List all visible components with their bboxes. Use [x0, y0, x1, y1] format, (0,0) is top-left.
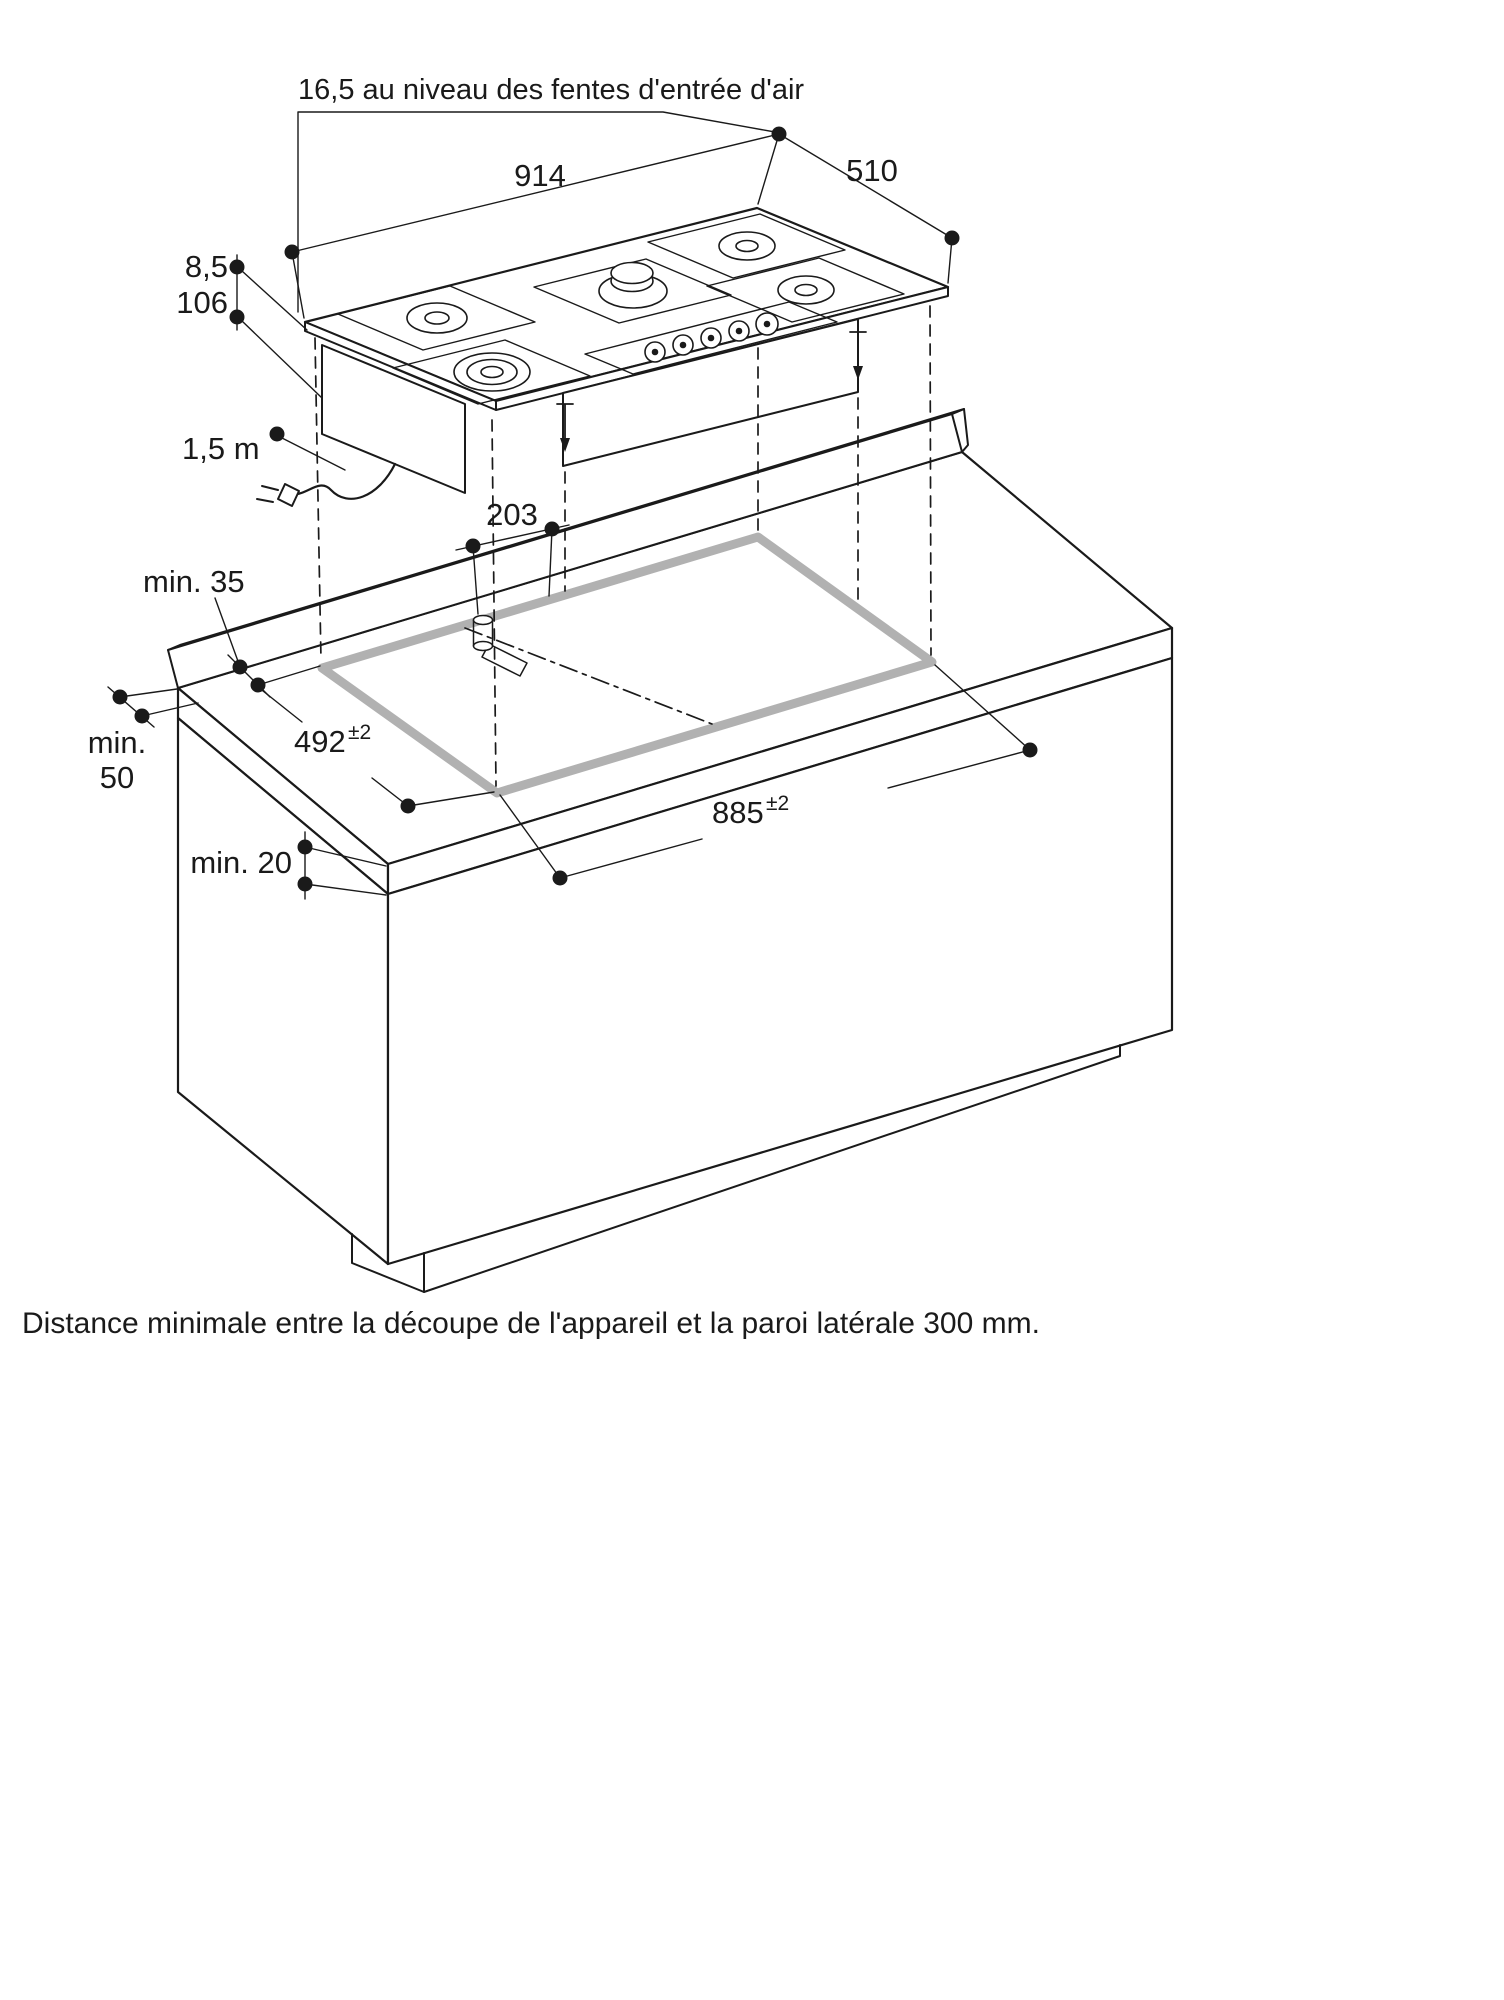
- control-knobs: [644, 312, 779, 363]
- pan-supports: [337, 213, 905, 405]
- plinth: [351, 1233, 425, 1293]
- dim-min-rear-label: min. 35: [143, 564, 245, 599]
- dim-cutout-depth-label: 492: [294, 724, 346, 759]
- projection-lines: [314, 305, 932, 787]
- dim-min-front-label: min. 20: [190, 845, 292, 880]
- dim-min-side-label-line1: min.: [88, 725, 147, 760]
- power-cord: [286, 462, 397, 500]
- cabinet-front-face: [386, 656, 1174, 1266]
- control-panel: [584, 301, 838, 375]
- caption-text: Distance minimale entre la découpe de l'…: [22, 1307, 1040, 1340]
- dim-cable-length-label: 1,5 m: [182, 431, 260, 466]
- centerline: [464, 627, 713, 725]
- dim-depth-label: 510: [846, 153, 898, 188]
- burners: [406, 231, 835, 392]
- cooktop-drawing: [256, 206, 950, 507]
- dimension-dots: [112, 126, 1038, 892]
- mounting-clamps: [556, 331, 867, 452]
- dim-gas-offset-label: 203: [486, 497, 538, 532]
- dimension-lines: [107, 111, 1031, 900]
- dim-cutout-width-tolerance: ±2: [766, 792, 789, 815]
- power-plug-icon: [256, 483, 300, 507]
- gas-connection: [464, 614, 713, 725]
- cooktop-body: [321, 344, 466, 494]
- worktop-cutout: [317, 532, 937, 798]
- dim-min-side-label-line2: 50: [100, 760, 134, 795]
- dim-body-height-label: 106: [176, 285, 228, 320]
- air-inlet-note-label: 16,5 au niveau des fentes d'entrée d'air: [298, 74, 804, 106]
- dim-cutout-width-label: 885: [712, 795, 764, 830]
- dim-cutout-depth-tolerance: ±2: [348, 721, 371, 744]
- dim-rim-height-label: 8,5: [185, 249, 228, 284]
- dim-width-label: 914: [514, 158, 566, 193]
